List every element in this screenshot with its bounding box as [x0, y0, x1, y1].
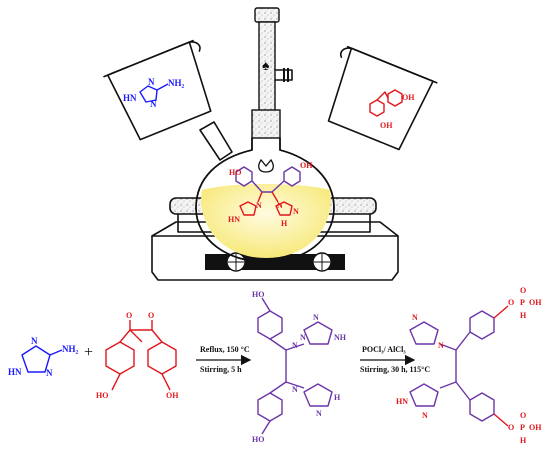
- intermediate-n-mid-label: N: [300, 333, 306, 342]
- product-n-a-label: N: [412, 313, 418, 322]
- reactant2-oh-label: OH: [166, 391, 179, 400]
- intermediate-compound: HO HO N N NH N N N H: [252, 290, 347, 444]
- reactant-dihydroxybenzil: O O HO OH: [96, 311, 179, 400]
- intermediate-h-bottom-label: H: [334, 393, 341, 402]
- product-hn-label: HN: [396, 397, 408, 406]
- product-o-top-label: O: [508, 298, 514, 307]
- product-h-top-label: H: [520, 311, 527, 320]
- product-oh-top-label: OH: [529, 298, 542, 307]
- flask-n-left-label: N: [256, 201, 262, 210]
- product-oh-bot-label: OH: [529, 423, 542, 432]
- reactant1-nh2-label: NH₂: [62, 344, 79, 354]
- product-n-c-label: N: [422, 411, 428, 420]
- plus-sign: +: [84, 344, 93, 361]
- flask-ho-label: HO: [229, 168, 241, 177]
- reactant-aminotriazole: NH₂ N HN N: [8, 336, 79, 378]
- flask-h-label: H: [281, 219, 288, 228]
- step2-conditions-below: Stirring, 30 h, 115°C: [360, 365, 430, 374]
- product-p-top-label: P: [520, 298, 525, 307]
- left-beaker-n-top-label: N: [148, 77, 155, 87]
- step2-conditions-above: POCl₃/ AlCl₃: [362, 345, 406, 354]
- reactant2-o-left-label: O: [126, 311, 132, 320]
- right-beaker-oh-top-label: OH: [402, 93, 415, 102]
- intermediate-n-top-label: N: [313, 313, 319, 322]
- product-n-b-label: N: [438, 341, 444, 350]
- right-beaker: [327, 45, 438, 151]
- reaction-arrow-step2: POCl₃/ AlCl₃ Stirring, 30 h, 115°C: [360, 345, 430, 374]
- intermediate-n-link1-label: N: [292, 341, 298, 350]
- flask-oh-label: OH: [300, 161, 313, 170]
- right-beaker-oh-bottom-label: OH: [380, 121, 393, 130]
- reaction-arrow-step1: Reflux, 150 °C Stirring, 5 h: [196, 345, 252, 374]
- intermediate-ho-top-label: HO: [252, 290, 264, 299]
- left-beaker-hn-label: HN: [123, 93, 137, 103]
- reactant1-hn-label: HN: [8, 367, 22, 377]
- step1-conditions-below: Stirring, 5 h: [200, 365, 242, 374]
- reactant2-ho-label: HO: [96, 391, 108, 400]
- left-beaker: [103, 39, 212, 141]
- left-beaker-molecule: NH₂ N HN N: [123, 77, 185, 109]
- flask-molecule: HO OH N N HN N H: [228, 161, 313, 228]
- product-compound: O P OH O H O P OH O H N N HN N: [396, 286, 542, 445]
- product-h-bot-label: H: [520, 436, 527, 445]
- intermediate-ho-bot-label: HO: [252, 435, 264, 444]
- intermediate-n-link2-label: N: [292, 385, 298, 394]
- flask-n-right-label: N: [277, 201, 283, 210]
- reactant2-o-right-label: O: [148, 311, 154, 320]
- product-o-bot-label: O: [508, 423, 514, 432]
- right-beaker-molecule: OH OH: [369, 89, 415, 130]
- reactant1-n-top-label: N: [31, 336, 38, 346]
- svg-text:♠: ♠: [262, 59, 270, 74]
- product-o2-bot-label: O: [520, 411, 526, 420]
- stirrer-knob-left-icon: [226, 252, 246, 272]
- flask-n-ring-label: N: [293, 207, 299, 216]
- step1-conditions-above: Reflux, 150 °C: [200, 345, 250, 354]
- reactant1-n-bot-label: N: [46, 368, 53, 378]
- product-p-bot-label: P: [520, 423, 525, 432]
- round-bottom-flask: ♠: [195, 7, 335, 263]
- intermediate-nh-label: NH: [334, 333, 347, 342]
- left-beaker-nh2-label: NH₂: [168, 78, 185, 88]
- product-o2-top-label: O: [520, 286, 526, 295]
- flask-hn-label: HN: [228, 215, 240, 224]
- stirrer-knob-right-icon: [312, 252, 332, 272]
- intermediate-n-bottom-label: N: [316, 409, 322, 418]
- left-beaker-n-label: N: [150, 99, 157, 109]
